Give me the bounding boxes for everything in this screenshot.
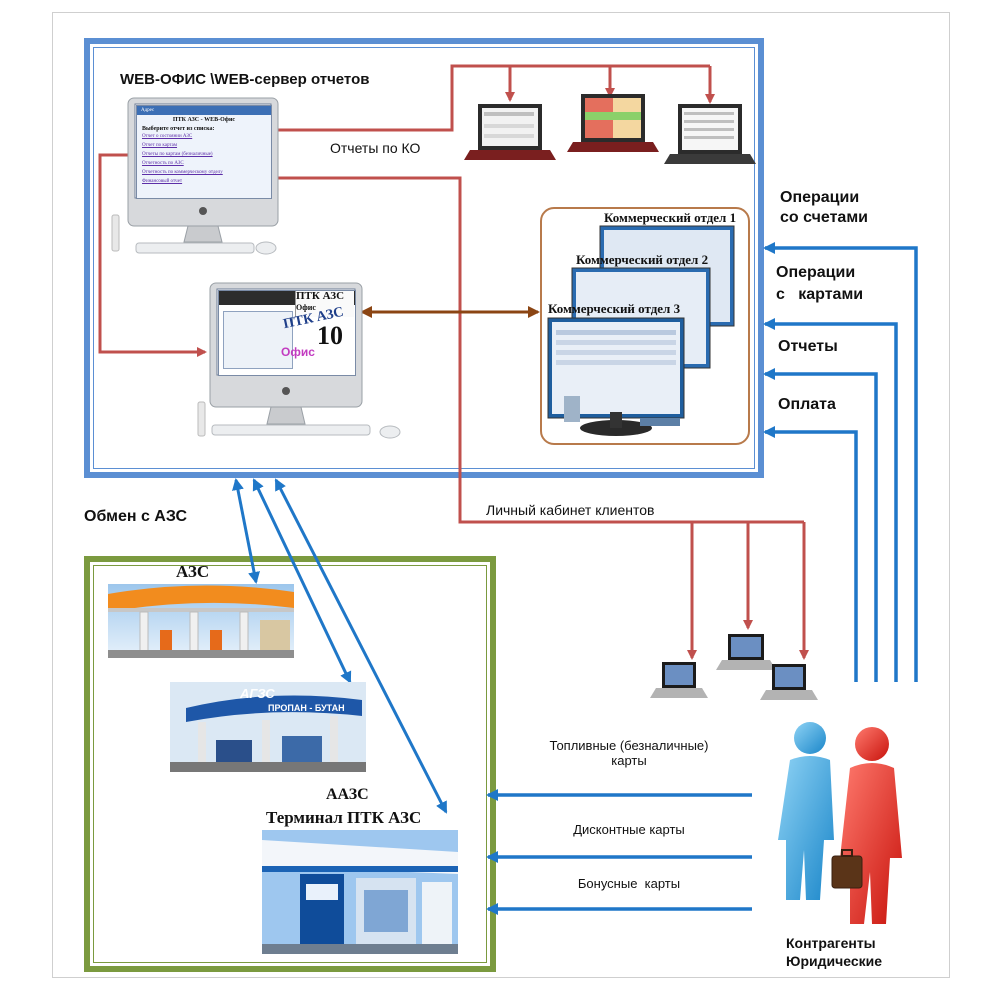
bonus-cards-label: Бонусные карты [577,876,681,891]
ko-report-lines [272,64,715,132]
cards-operations-line2: с картами [776,286,864,303]
ptk-window-title: ПТК АЗС [296,290,345,302]
web-office-title: WEB-ОФИС \WEB-сервер отчетов [120,71,370,88]
ko-laptop-2 [567,94,659,152]
agzs-sign: ПРОПАН - БУТАН [268,703,345,713]
exchange-lines [232,478,448,814]
counterparty-operation-lines [763,242,918,682]
department-label-3: Коммерческий отдел 3 [548,301,681,316]
client-cabinet-label: Личный кабинет клиентов [486,502,655,518]
azs-label: АЗС [176,562,210,581]
agzs-station-image [170,682,366,772]
report-link[interactable]: Отчетность по коммерческому отделу [142,170,223,175]
client-cabinet-lines [272,176,809,660]
report-link[interactable]: Финансовый отчет [142,179,183,184]
accounts-operations-line1: Операции [780,189,860,206]
client-laptops [650,634,818,700]
report-link[interactable]: Отчет о состоянии АЗС [142,134,193,139]
ptk-version: 10 [317,321,343,350]
counterparties-figures [778,722,902,924]
department-label-1: Коммерческий отдел 1 [604,210,737,225]
client-laptop-1 [650,662,708,698]
report-link[interactable]: Отчет по картам [142,143,178,148]
ptk-window-subtitle: Офис [296,303,316,312]
report-link[interactable]: Отчетность по АЗС [142,161,184,166]
department-label-2: Коммерческий отдел 2 [576,252,709,267]
web-office-browser-window: Адрес ПТК АЗС - WEB-Офис Выберите отчет … [136,105,272,199]
fuel-cards-label: Топливные (безналичные) карты [514,738,744,768]
browser-header: ПТК АЗС - WEB-Офис [172,117,236,123]
counterparties-line1: Контрагенты [786,935,876,951]
reports-label: Отчеты [778,338,838,355]
report-link[interactable]: Отчеты по картам (безналичные) [142,152,213,157]
ko-laptop-1 [464,104,556,160]
client-laptop-3 [760,664,818,700]
ptk-office-window: ПТК АЗС Офис ПТК АЗС 10 Офис [218,290,356,376]
fuel-cards-line1: Топливные (безналичные) [549,738,709,753]
exchange-label: Обмен с АЗС [84,508,188,525]
aazs-label: ААЗС [326,786,369,803]
client-laptop-2 [716,634,776,670]
fuel-cards-line2: карты [611,753,647,768]
web-office-frame [84,38,764,478]
card-flow-lines [486,789,752,915]
counterparties-label: Контрагенты Юридические [786,934,882,970]
aazs-station-image [262,830,458,954]
payment-label: Оплата [778,396,836,413]
browser-address-label: Адрес [141,108,155,113]
terminal-label: Терминал ПТК АЗС [266,808,422,827]
accounts-operations-label: Операции со счетами [780,188,868,228]
discount-cards-label: Дисконтные карты [573,822,685,837]
cards-operations-label: Операции с картами [776,262,863,306]
web-to-office-line [98,153,207,357]
azs-station-image [108,584,294,658]
counterparties-line2: Юридические [786,953,883,969]
department-monitors [547,225,735,436]
ko-reports-label: Отчеты по КО [330,140,421,156]
cards-operations-line1: Операции [776,264,856,281]
agzs-label: АГЗС [240,686,275,701]
outer-frame [52,12,950,978]
ptk-sub-text: Офис [281,345,315,359]
browser-prompt: Выберите отчет из списка: [142,126,215,132]
accounts-operations-line2: со счетами [780,209,868,226]
ko-laptop-3 [664,104,756,164]
